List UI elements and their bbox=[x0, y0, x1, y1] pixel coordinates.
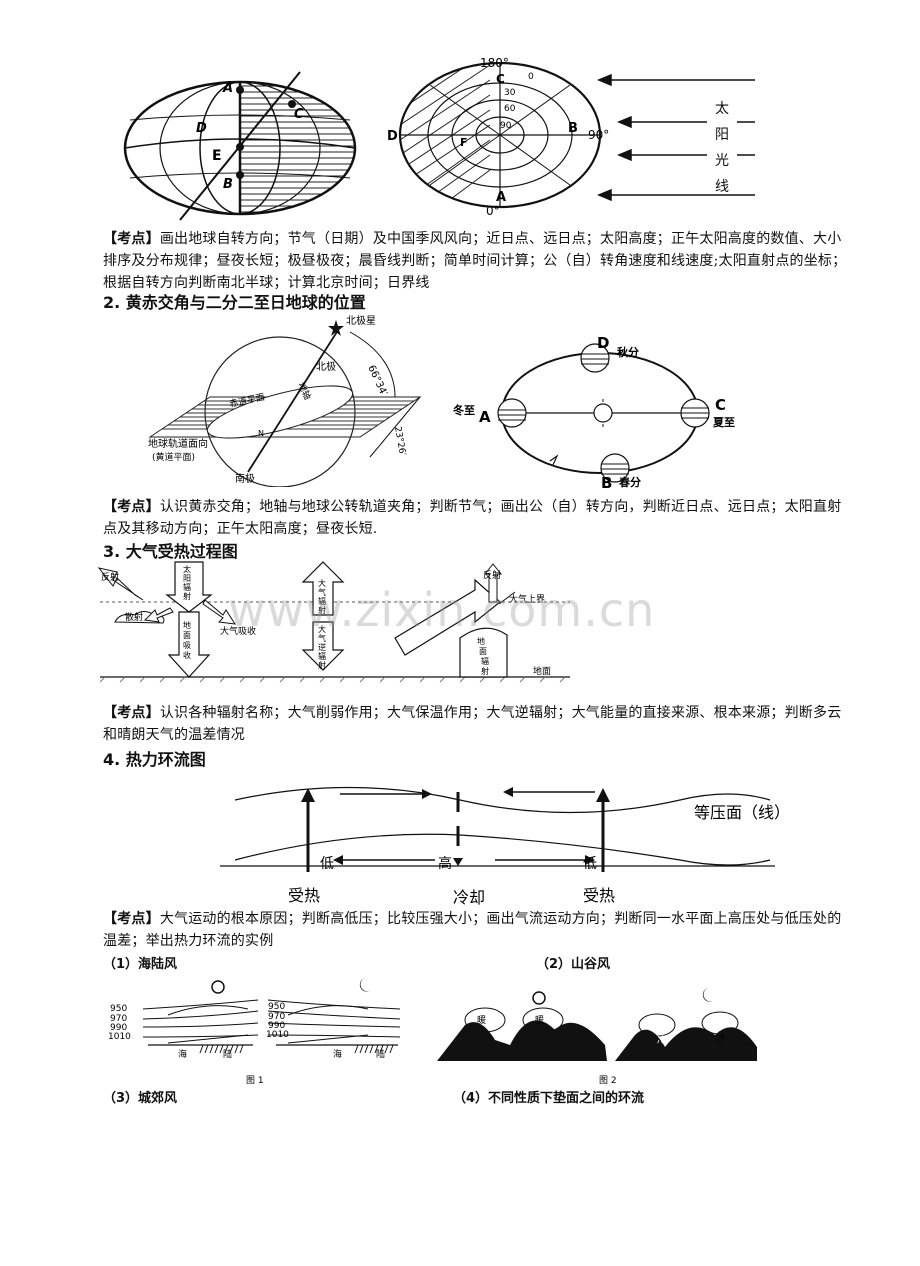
figure-1-caption: 图 1 bbox=[246, 1075, 264, 1086]
kaodian-1: 【考点】画出地球自转方向；节气（日期）及中国季风风向；近日点、远日点；太阳高度；… bbox=[103, 228, 848, 294]
p990-b: 990 bbox=[268, 1021, 285, 1031]
sunlight-arrows-figure bbox=[597, 73, 755, 202]
p970-b: 970 bbox=[268, 1012, 285, 1022]
sea-land-breeze-figure: 950 970 990 1010 950 970 990 1010 海 陆 海 … bbox=[108, 978, 401, 1086]
p1010-b: 1010 bbox=[266, 1030, 289, 1040]
kaodian-tag: 【考点】 bbox=[103, 499, 160, 515]
surface-circulation-label: （4）不同性质下垫面之间的环流 bbox=[453, 1091, 645, 1106]
point-a-orbit: A bbox=[479, 408, 491, 426]
watermark: www.zixin.com.cn bbox=[228, 583, 656, 637]
ground-label: 地面 bbox=[533, 665, 551, 677]
mountain-valley-breeze-label: （2）山谷风 bbox=[536, 957, 611, 972]
cold-label-1: 冷 bbox=[657, 1034, 666, 1046]
cold-label-2: 冷 bbox=[717, 1032, 726, 1044]
label-90: 90° bbox=[588, 128, 609, 142]
kaodian-tag: 【考点】 bbox=[103, 911, 160, 927]
spring-label: 春分 bbox=[619, 475, 641, 488]
label-180: 180° bbox=[480, 56, 509, 70]
sea-label-a: 海 bbox=[178, 1048, 187, 1060]
angle-23-label: 23°26′ bbox=[392, 426, 407, 457]
point-b-orbit: B bbox=[601, 474, 612, 488]
south-pole-label: 南极 bbox=[235, 472, 255, 485]
heated-label-2: 受热 bbox=[583, 886, 615, 905]
land-label-b: 陆 bbox=[376, 1048, 385, 1060]
sunlight-label: 太阳光线 bbox=[715, 101, 729, 195]
winter-label: 冬至 bbox=[453, 403, 475, 417]
point-d-label: D bbox=[196, 121, 207, 136]
heated-label-1: 受热 bbox=[288, 886, 320, 905]
kaodian-text: 大气运动的根本原因；判断高低压；比较压强大小；画出气流运动方向；判断同一水平面上… bbox=[103, 911, 842, 949]
atmosphere-heating-figure: 反射 太阳辐射 散射 大气吸收 地面吸收 大气辐射 大气逆辐射 反射 大气上界 … bbox=[97, 561, 570, 683]
ground-absorb-label: 地面吸收 bbox=[183, 620, 191, 660]
solar-rad-label: 太阳辐射 bbox=[183, 564, 191, 601]
ground-rad-label: 地面辐射 bbox=[477, 636, 489, 676]
angle-66-label: 66°34′ bbox=[365, 364, 389, 399]
kaodian-text: 认识黄赤交角；地轴与地球公转轨道夹角；判断节气；画出公（自）转方向，判断近日点、… bbox=[103, 499, 842, 537]
counter-rad-label: 大气逆辐射 bbox=[318, 624, 326, 670]
point-e-label: E bbox=[212, 148, 222, 164]
kaodian-tag: 【考点】 bbox=[103, 231, 160, 247]
point-a-label: A bbox=[222, 81, 233, 96]
low-label-1: 低 bbox=[320, 856, 334, 872]
isobar-label: 等压面（线） bbox=[694, 803, 790, 822]
kaodian-2: 【考点】认识黄赤交角；地轴与地球公转轨道夹角；判断节气；画出公（自）转方向，判断… bbox=[103, 496, 848, 540]
scatter-label: 散射 bbox=[125, 611, 143, 623]
low-label-2: 低 bbox=[583, 856, 597, 872]
point-c-orbit: C bbox=[715, 396, 726, 414]
reflect-label-1: 反射 bbox=[101, 571, 119, 583]
p950-b: 950 bbox=[268, 1002, 285, 1012]
orbit2-label: (黄道平面) bbox=[152, 451, 195, 463]
land-label-a: 陆 bbox=[223, 1048, 232, 1060]
kaodian-tag: 【考点】 bbox=[103, 705, 160, 721]
p1010-a: 1010 bbox=[108, 1032, 131, 1042]
cooled-label: 冷却 bbox=[453, 888, 485, 907]
figure-2-caption: 图 2 bbox=[599, 1075, 617, 1085]
point-b-label: B bbox=[223, 177, 233, 192]
sea-label-b: 海 bbox=[333, 1048, 342, 1060]
point-d-orbit: D bbox=[597, 334, 609, 352]
kaodian-text: 认识各种辐射名称；大气削弱作用；大气保温作用；大气逆辐射；大气能量的直接来源、根… bbox=[103, 705, 842, 743]
warm-label-1: 暖 bbox=[477, 1014, 486, 1026]
lat-90: 90 bbox=[500, 121, 512, 131]
kaodian-4: 【考点】大气运动的根本原因；判断高低压；比较压强大小；画出气流运动方向；判断同一… bbox=[103, 908, 848, 952]
mountain-valley-breeze-figure: 暖 暖 冷 冷 图 2 bbox=[437, 988, 757, 1085]
point-a-mid: A bbox=[496, 190, 506, 205]
warm-label-2: 暖 bbox=[535, 1014, 544, 1026]
section-2-heading: 2. 黄赤交角与二分二至日地球的位置 bbox=[103, 293, 366, 312]
p950-a: 950 bbox=[110, 1004, 127, 1014]
urban-rural-breeze-label: （3）城郊风 bbox=[103, 1091, 178, 1106]
polar-view-figure: 180° C 0 30 60 90 B 90° D F A 0° bbox=[387, 56, 609, 218]
p990-a: 990 bbox=[110, 1023, 127, 1033]
section-3-heading: 3. 大气受热过程图 bbox=[103, 542, 238, 561]
autumn-label: 秋分 bbox=[617, 345, 639, 359]
atm-top-label: 大气上界 bbox=[509, 593, 545, 605]
point-d-mid: D bbox=[387, 129, 398, 144]
point-f-mid: F bbox=[460, 136, 468, 149]
point-c-mid: C bbox=[496, 72, 505, 86]
reflect-label-2: 反射 bbox=[483, 569, 501, 581]
point-c-label: C bbox=[294, 107, 304, 122]
lat-30: 30 bbox=[504, 88, 516, 98]
thermal-circulation-figure: 等压面（线） 低 高 低 受热 冷却 受热 bbox=[220, 786, 790, 907]
earth-rotation-figure: A C D E B bbox=[123, 71, 357, 221]
section-4-heading: 4. 热力环流图 bbox=[103, 750, 206, 769]
atm-rad-label: 大气辐射 bbox=[318, 578, 326, 615]
atm-absorb-label: 大气吸收 bbox=[220, 625, 256, 637]
kaodian-3: 【考点】认识各种辐射名称；大气削弱作用；大气保温作用；大气逆辐射；大气能量的直接… bbox=[103, 702, 848, 746]
lat-60: 60 bbox=[504, 104, 516, 114]
orbit-label: 地球轨道面向 bbox=[148, 437, 208, 450]
high-label: 高 bbox=[438, 855, 452, 872]
n-label: N bbox=[258, 429, 264, 438]
ecliptic-obliquity-figure: 北极星 北极 66°34′ 地轴 赤道平面 N 23°26′ 地球轨道面向 (黄… bbox=[148, 314, 422, 487]
summer-label: 夏至 bbox=[713, 416, 735, 429]
sea-land-breeze-label: （1）海陆风 bbox=[103, 957, 178, 972]
orbit-seasons-figure: D 秋分 冬至 A C 夏至 B 春分 bbox=[453, 334, 735, 488]
north-pole-label: 北极 bbox=[316, 360, 336, 373]
label-0: 0° bbox=[486, 204, 500, 218]
kaodian-text: 画出地球自转方向；节气（日期）及中国季风风向；近日点、远日点；太阳高度；正午太阳… bbox=[103, 231, 847, 291]
north-star-label: 北极星 bbox=[346, 314, 376, 327]
point-b-mid: B bbox=[568, 121, 578, 136]
lat-0: 0 bbox=[528, 72, 534, 82]
p970-a: 970 bbox=[110, 1014, 127, 1024]
